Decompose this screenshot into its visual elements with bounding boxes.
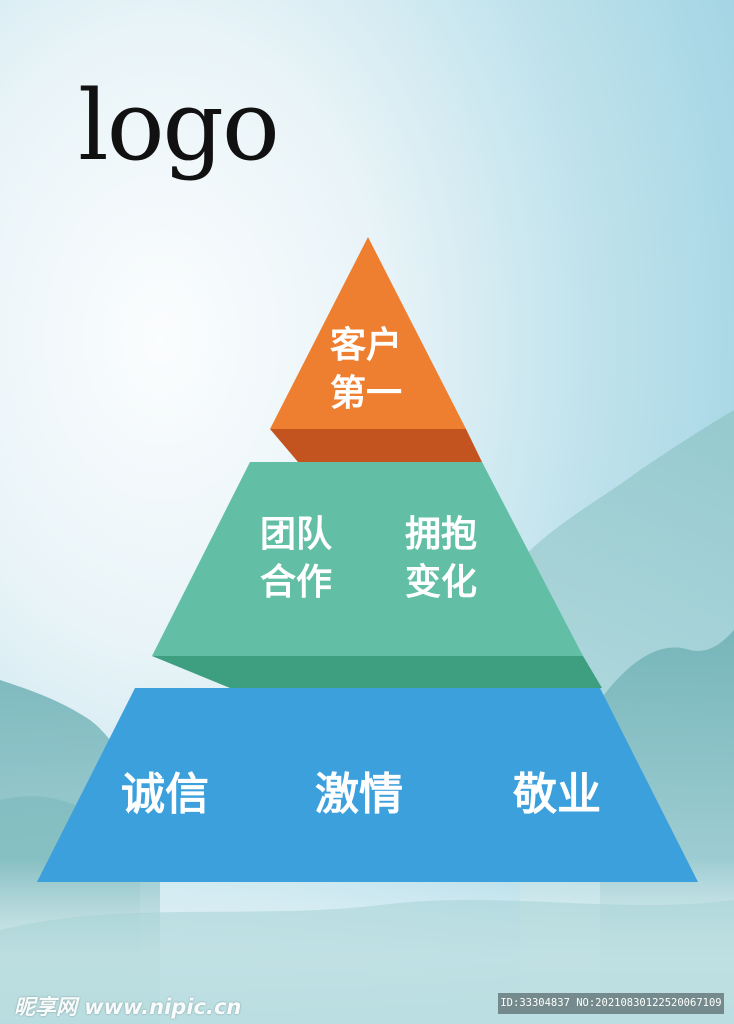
base-tier-item-1: 诚信 [121, 769, 209, 820]
top-tier-line2: 第一 [329, 373, 402, 414]
middle-left-line1: 团队 [259, 514, 332, 555]
watermark-left: 昵享网 www.nipic.cn [14, 995, 242, 1019]
pyramid-middle-shadow [152, 656, 602, 688]
top-tier-label: 客户 第一 [318, 322, 414, 418]
middle-left-line2: 合作 [259, 562, 332, 603]
bottom-hills [0, 900, 734, 1024]
watermark-right: ID:33304837 NO:20210830122520067109 [498, 993, 724, 1014]
pyramid-middle-tier [152, 462, 583, 656]
pyramid-top-tier [270, 237, 466, 429]
top-tier-line1: 客户 [329, 325, 402, 366]
logo-text: logo [78, 70, 280, 182]
base-tier-item-3: 敬业 [513, 769, 601, 820]
pyramid-top-shadow [270, 429, 482, 462]
middle-right-line1: 拥抱 [404, 514, 477, 555]
pyramid-base-tier [37, 688, 698, 882]
middle-tier-right-label: 拥抱 变化 [391, 511, 491, 607]
middle-tier-left-label: 团队 合作 [246, 511, 346, 607]
base-tier-item-2: 激情 [315, 769, 403, 820]
middle-right-line2: 变化 [404, 562, 477, 603]
